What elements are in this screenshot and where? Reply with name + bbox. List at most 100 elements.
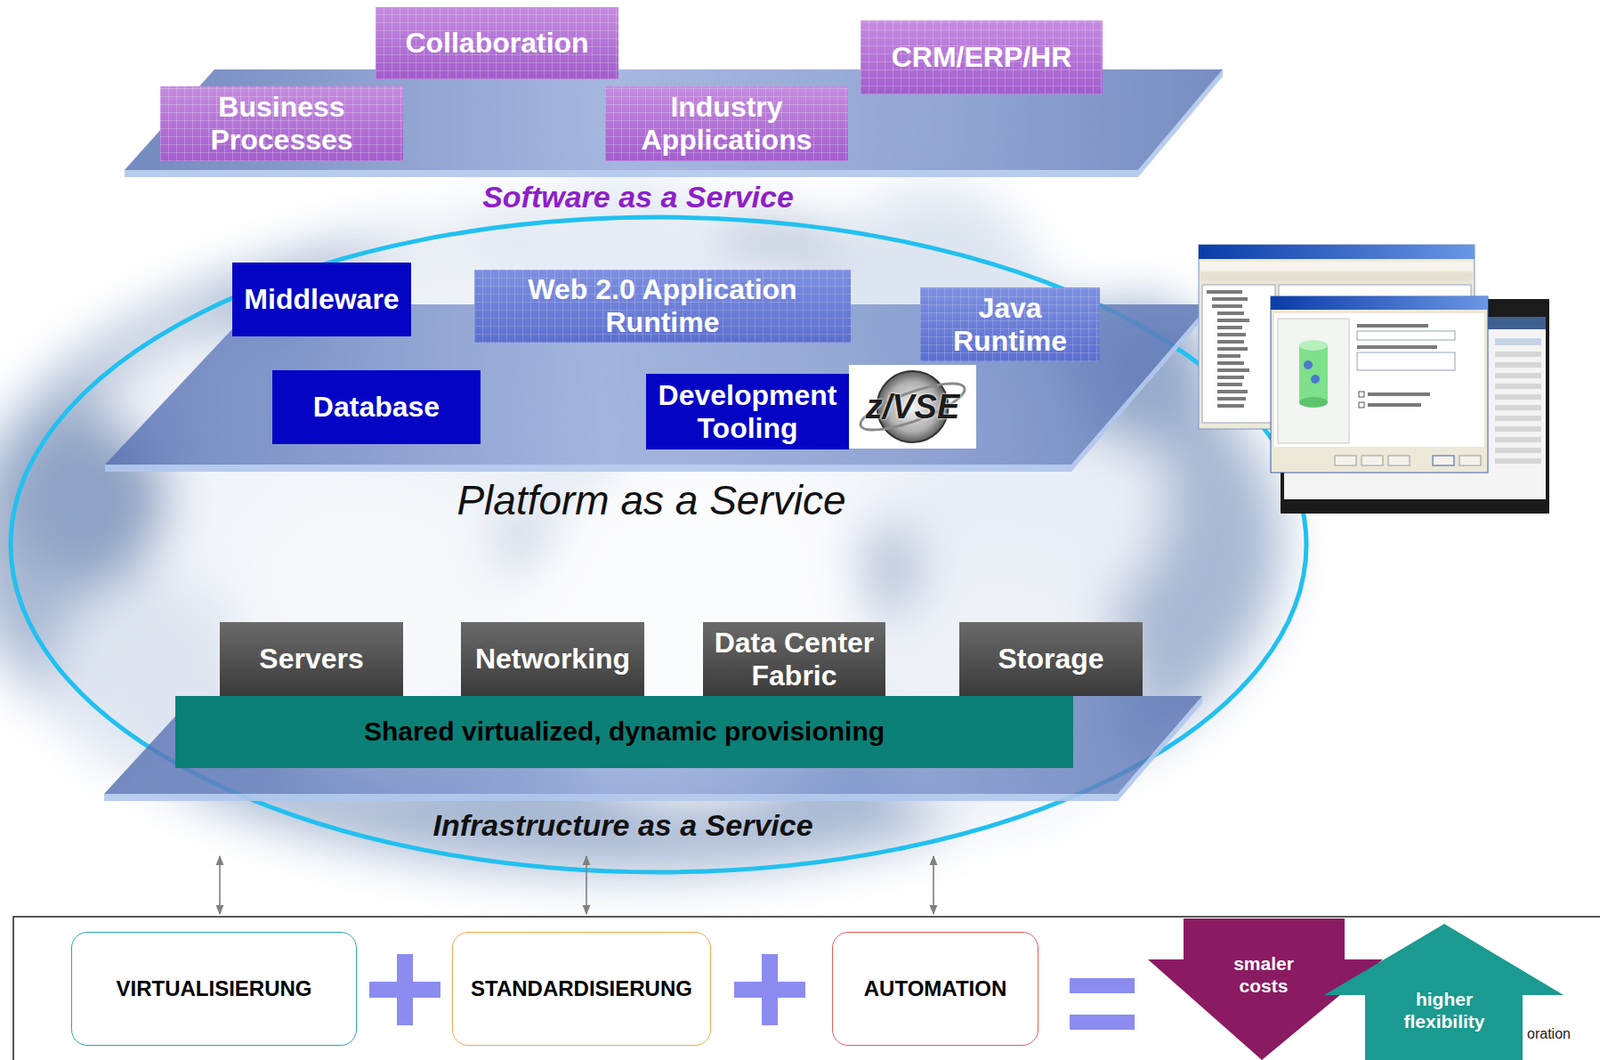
screenshot-tree <box>1202 284 1276 423</box>
screenshot-back <box>1284 316 1546 500</box>
screenshot-wizard <box>1270 296 1488 310</box>
screenshot-back <box>1494 383 1542 389</box>
screenshot-tree <box>1217 368 1250 372</box>
screenshot-wizard <box>1459 455 1481 466</box>
node-text: Infrastructure as a Service <box>432 808 813 843</box>
plus-sign <box>734 981 806 998</box>
screenshot-back <box>1494 447 1542 453</box>
service-layer: Servers Networking Data Center Fabric Stora… <box>104 618 1203 850</box>
screenshot-tree <box>1200 272 1473 282</box>
screenshot-tree <box>1217 389 1248 394</box>
screenshot-tree <box>1198 244 1475 259</box>
screenshot-back <box>1494 394 1542 400</box>
link-arrow <box>219 856 934 914</box>
screenshot-back <box>1494 372 1542 379</box>
node-text: Platform as a Service <box>456 476 846 525</box>
node-text: Java Runtime <box>929 291 1091 358</box>
screenshot-back <box>1494 415 1542 421</box>
screenshot-tree <box>1198 244 1475 429</box>
screenshot-back <box>1280 298 1550 514</box>
screenshot-wizard <box>1334 455 1357 466</box>
logo-text: z/VSE <box>865 387 961 427</box>
node-text: smaler costs <box>1210 952 1318 997</box>
screenshot-wizard <box>1299 339 1328 351</box>
screenshot-wizard <box>1358 391 1365 397</box>
plus-sign <box>369 981 441 998</box>
screenshot-back <box>1494 338 1542 346</box>
screenshot-wizard <box>1388 455 1410 466</box>
screenshot-tree <box>1212 297 1248 301</box>
platform-box: Middleware <box>232 262 412 337</box>
node-text: Middleware <box>241 282 403 316</box>
equals-sign <box>1069 977 1135 994</box>
screenshot-wizard <box>1357 323 1429 328</box>
platform-box: Web 2.0 Application Runtime <box>474 269 851 343</box>
node-text: Web 2.0 Application Runtime <box>483 273 842 340</box>
screenshot-wizard <box>1357 331 1455 340</box>
screenshot-tree <box>1278 284 1471 423</box>
screenshot-tree <box>1217 311 1245 316</box>
principle-box: AUTOMATION <box>832 931 1039 1046</box>
screenshot-tree <box>1198 244 1475 429</box>
infrastructure-box: Data Center Fabric <box>703 622 886 696</box>
node-text: Database <box>281 390 472 424</box>
equals-sign <box>1069 977 1135 1030</box>
infrastructure-box: Servers <box>219 622 404 696</box>
screenshot-wizard <box>1310 374 1320 384</box>
screenshot-tree <box>1217 347 1248 351</box>
screenshot-tree <box>1212 304 1243 308</box>
screenshot-tree <box>1217 382 1243 387</box>
platform-box: Development Tooling <box>646 373 849 450</box>
screenshot-tree <box>1217 361 1245 365</box>
screenshot-back <box>1494 404 1542 411</box>
node-text: Data Center Fabric <box>711 626 877 693</box>
application-box: Business Processes <box>160 86 404 162</box>
cloud-outline <box>10 217 1307 873</box>
node-text: Shared virtualized, dynamic provisioning <box>184 716 1065 748</box>
layer-edge <box>104 695 1203 801</box>
screenshot-back <box>1280 298 1550 514</box>
screenshot-wizard <box>1270 296 1488 473</box>
screenshot-wizard <box>1358 402 1365 408</box>
screenshot-wizard <box>1357 352 1455 371</box>
summary-panel <box>13 916 1600 1060</box>
provisioning-band: Shared virtualized, dynamic provisioning <box>175 695 1074 768</box>
node-text: Industry Applications <box>614 90 840 157</box>
screenshot-wizard <box>1361 455 1383 466</box>
principle-box: STANDARDISIERUNG <box>452 931 712 1046</box>
screenshot-tree <box>1217 332 1246 337</box>
service-layer: Collaboration CRM/ERP/HR Business Processe… <box>124 7 1223 223</box>
node-text: Storage <box>968 642 1134 676</box>
screenshot-tree <box>1217 396 1246 401</box>
link-arrow <box>585 856 588 914</box>
screenshot-tree <box>1200 261 1473 271</box>
screenshot-wizard <box>1270 296 1488 473</box>
node-text: AUTOMATION <box>841 976 1029 1002</box>
screenshot-wizard <box>1299 396 1328 408</box>
principle-box: VIRTUALISIERUNG <box>71 931 357 1046</box>
screenshot-back <box>1494 362 1542 368</box>
screenshot-back <box>1494 426 1542 432</box>
node-text: CRM/ERP/HR <box>869 40 1094 74</box>
screenshot-back <box>1284 316 1546 330</box>
screenshot-wizard <box>1277 318 1350 444</box>
node-text: VIRTUALISIERUNG <box>80 976 348 1002</box>
screenshot-back <box>1494 351 1542 357</box>
node-text: Networking <box>469 642 636 676</box>
screenshot-wizard <box>1303 360 1313 370</box>
equals-sign <box>1069 1014 1135 1030</box>
node-text: higher flexibility <box>1390 987 1498 1033</box>
node-text: STANDARDISIERUNG <box>461 976 702 1002</box>
infrastructure-box: Networking <box>460 622 645 696</box>
application-box: Industry Applications <box>605 86 849 162</box>
cut-off-text: oration <box>1527 1026 1571 1043</box>
platform-box: Database <box>272 370 481 445</box>
platform-box: Java Runtime <box>920 287 1100 362</box>
screenshot-wizard <box>1367 392 1431 396</box>
node-text: Software as a Service <box>482 179 794 215</box>
screenshot-back <box>1494 436 1542 443</box>
screenshot-tree <box>1217 375 1245 380</box>
application-box: Collaboration <box>375 7 619 80</box>
link-arrow <box>932 856 935 914</box>
screenshot-tree <box>1217 325 1243 330</box>
